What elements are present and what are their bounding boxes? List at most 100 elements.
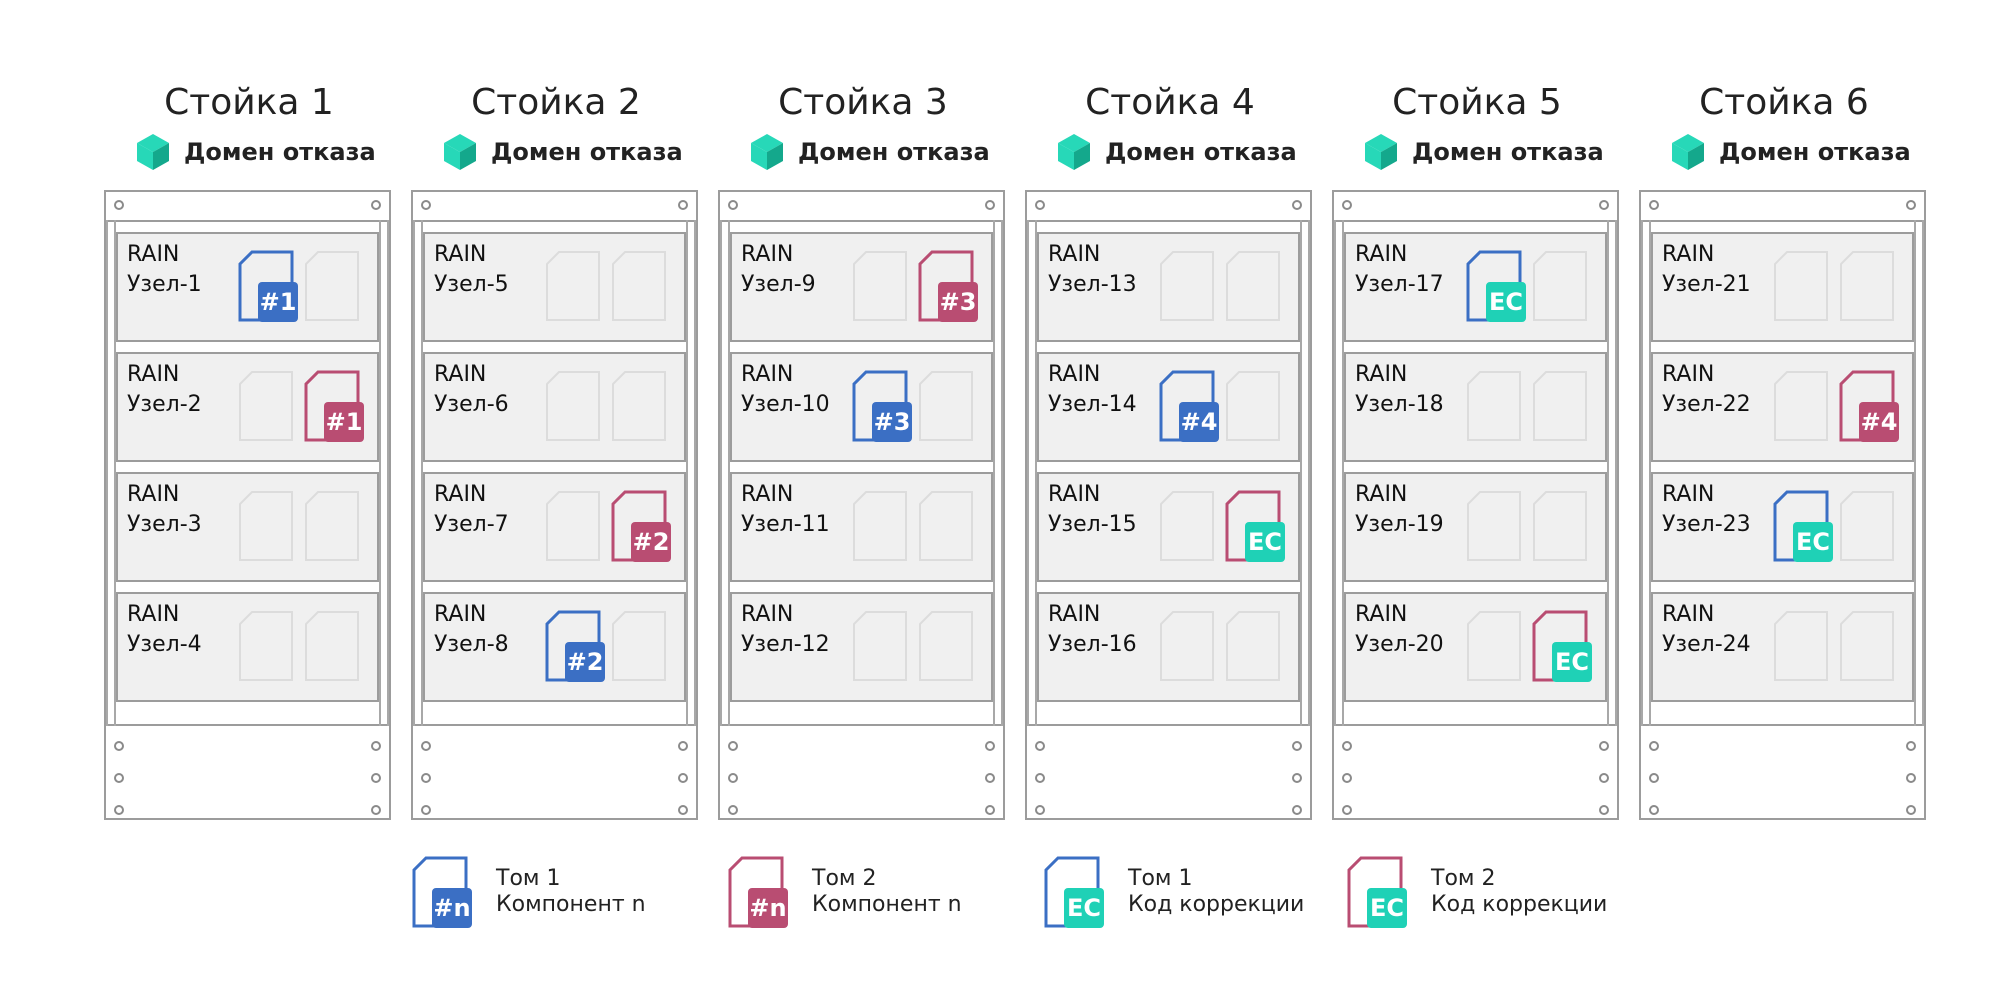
empty-file-icon [305,251,359,321]
component-badge: #n [432,888,472,928]
component-badge: #2 [565,642,605,682]
component-badge: #4 [1179,402,1219,442]
rack-rail-right [1914,220,1924,726]
empty-slot [1159,610,1215,682]
rack-rail-right [379,220,389,726]
component-badge: #2 [631,522,671,562]
empty-file-icon [1226,611,1280,681]
rack-top-bar [1641,192,1924,222]
empty-file-icon [919,491,973,561]
component-badge: EC [1367,888,1407,928]
node-name: Узел-14 [1048,392,1137,417]
mount-hole [1035,805,1045,815]
mount-hole [728,773,738,783]
mount-hole [371,200,381,210]
node-name: Узел-10 [741,392,830,417]
mount-hole [985,200,995,210]
file-icon: EC [1225,490,1285,562]
rack-top-bar [106,192,389,222]
node-name: Узел-2 [127,392,202,417]
legend-volume: Том 1 [496,866,561,891]
node-name: Узел-21 [1662,272,1751,297]
mount-hole [1035,741,1045,751]
node-type: RAIN [1662,362,1715,387]
rack-rail-left [413,220,423,726]
empty-file-icon [919,611,973,681]
mount-hole [1342,741,1352,751]
node-type: RAIN [434,482,487,507]
mount-hole [728,741,738,751]
node-type: RAIN [1048,242,1101,267]
empty-slot [238,490,294,562]
mount-hole [1292,200,1302,210]
rack-title: Стойка 6 [1699,82,1869,123]
rack-rail-left [1641,220,1651,726]
empty-file-icon [853,611,907,681]
mount-hole [1906,773,1916,783]
empty-file-icon [546,491,600,561]
node-name: Узел-4 [127,632,202,657]
node-type: RAIN [741,362,794,387]
mount-hole [985,773,995,783]
failure-domain-label: Домен отказа [1105,138,1297,166]
node-type: RAIN [434,362,487,387]
mount-hole [1342,805,1352,815]
empty-slot [918,610,974,682]
file-icon: #n [728,856,788,928]
component-badge: EC [1486,282,1526,322]
cube-icon [444,134,476,170]
file-icon: #3 [918,250,978,322]
component-badge: EC [1245,522,1285,562]
node-type: RAIN [1048,482,1101,507]
legend-volume: Том 1 [1128,866,1193,891]
mount-hole [371,805,381,815]
rack-rail-left [1334,220,1344,726]
empty-slot [1532,490,1588,562]
mount-hole [1599,805,1609,815]
node-type: RAIN [1048,362,1101,387]
empty-file-icon [1774,611,1828,681]
empty-file-icon [546,251,600,321]
empty-file-icon [1840,611,1894,681]
empty-file-icon [1533,491,1587,561]
node-type: RAIN [127,242,180,267]
node-type: RAIN [741,482,794,507]
mount-hole [678,805,688,815]
rack-bottom-bar [1641,724,1924,818]
empty-slot [545,370,601,442]
component-badge: EC [1064,888,1104,928]
failure-domain: Домен отказа [1671,132,1911,172]
mount-hole [1649,741,1659,751]
empty-slot [852,490,908,562]
empty-slot [1159,490,1215,562]
rack-rail-left [106,220,116,726]
empty-slot [1532,250,1588,322]
mount-hole [1599,773,1609,783]
rack-title: Стойка 4 [1085,82,1255,123]
failure-domain: Домен отказа [1057,132,1297,172]
rack-rail-right [993,220,1003,726]
empty-file-icon [305,491,359,561]
file-icon: #1 [238,250,298,322]
mount-hole [728,200,738,210]
node-name: Узел-11 [741,512,830,537]
component-badge: EC [1793,522,1833,562]
empty-file-icon [853,251,907,321]
